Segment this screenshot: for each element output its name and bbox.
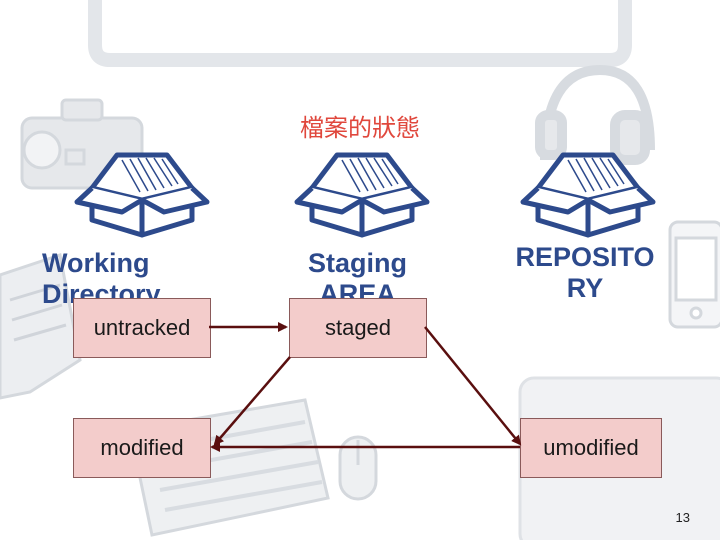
state-unmodified: umodified (520, 418, 662, 478)
mouse-icon (338, 435, 378, 501)
state-staged: staged (289, 298, 427, 358)
slide-title: 檔案的狀態 (300, 114, 420, 142)
state-untracked: untracked (73, 298, 211, 358)
column-label-repository: REPOSITO RY (515, 242, 655, 303)
box-icon-working (74, 152, 210, 238)
arrow-staged-to-modified (213, 356, 291, 446)
box-icon-repository (520, 152, 656, 238)
arrow-staged-to-unmodified (424, 326, 522, 446)
headphones-icon (535, 64, 655, 165)
page-number: 13 (675, 510, 690, 525)
phone-icon (668, 220, 720, 329)
box-icon-staging (294, 152, 430, 238)
state-modified: modified (73, 418, 211, 478)
notebook-icon (0, 253, 82, 400)
monitor-icon (88, 0, 632, 67)
